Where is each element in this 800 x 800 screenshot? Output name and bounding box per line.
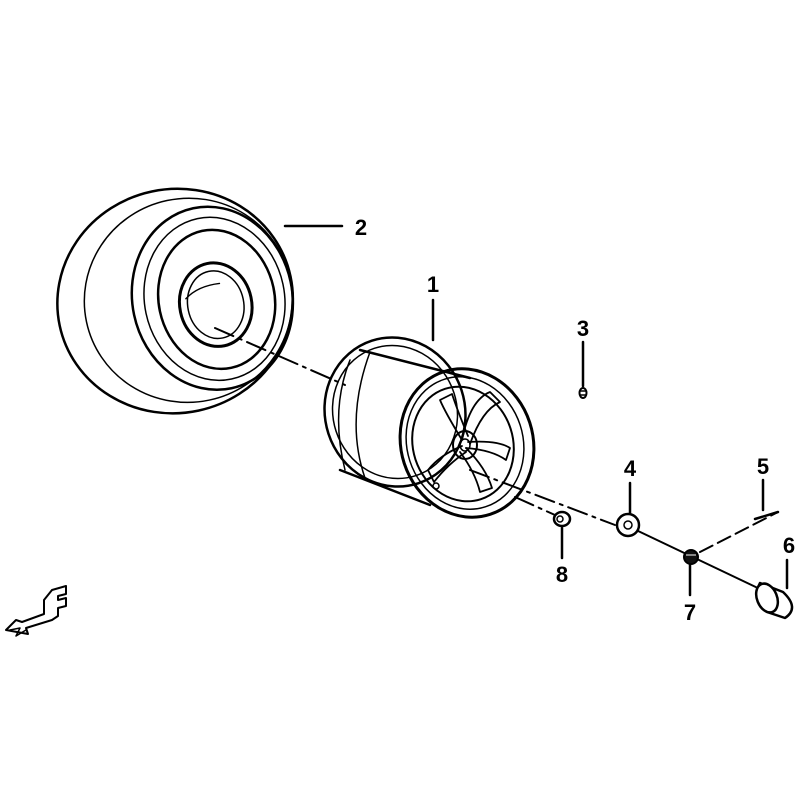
cotter-pin <box>753 510 780 521</box>
valve-stem <box>578 387 588 399</box>
callout-6: 6 <box>783 533 795 558</box>
callout-8: 8 <box>556 562 568 587</box>
leader-lines <box>283 224 789 597</box>
callout-2: 2 <box>355 215 367 240</box>
rim-hub-icon <box>452 430 478 460</box>
washer <box>615 512 641 538</box>
hub-nut <box>683 549 699 565</box>
callout-7: 7 <box>684 600 696 625</box>
callout-5: 5 <box>757 454 769 479</box>
hub-cap <box>754 581 794 620</box>
wheel-rim <box>323 336 536 519</box>
center-axis <box>214 327 779 591</box>
front-direction-arrow-icon: F <box>5 585 67 637</box>
tire <box>56 187 295 415</box>
callout-1: 1 <box>427 272 439 297</box>
callout-numbers: 1 2 3 4 5 6 7 8 <box>355 215 795 625</box>
lug-nut-small <box>552 510 572 528</box>
callout-3: 3 <box>577 316 589 341</box>
callout-4: 4 <box>624 456 637 481</box>
rim-spokes <box>427 391 511 493</box>
